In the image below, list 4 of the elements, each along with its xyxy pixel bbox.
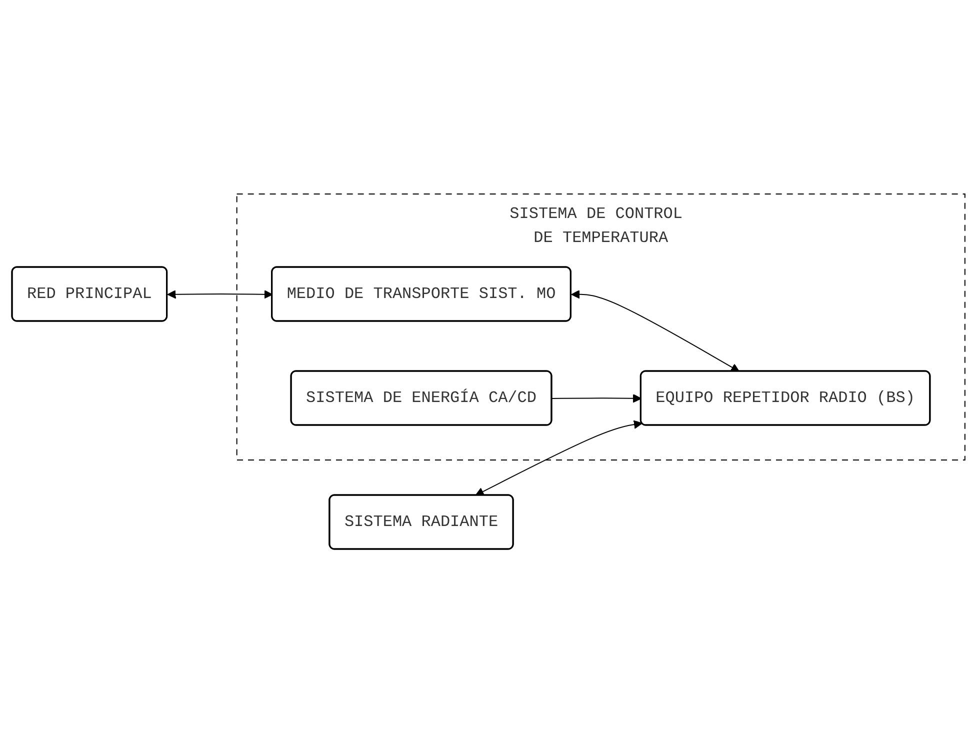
arrow bbox=[570, 289, 740, 372]
arrow bbox=[166, 289, 272, 298]
arrow bbox=[474, 420, 642, 496]
arrow bbox=[551, 394, 642, 402]
